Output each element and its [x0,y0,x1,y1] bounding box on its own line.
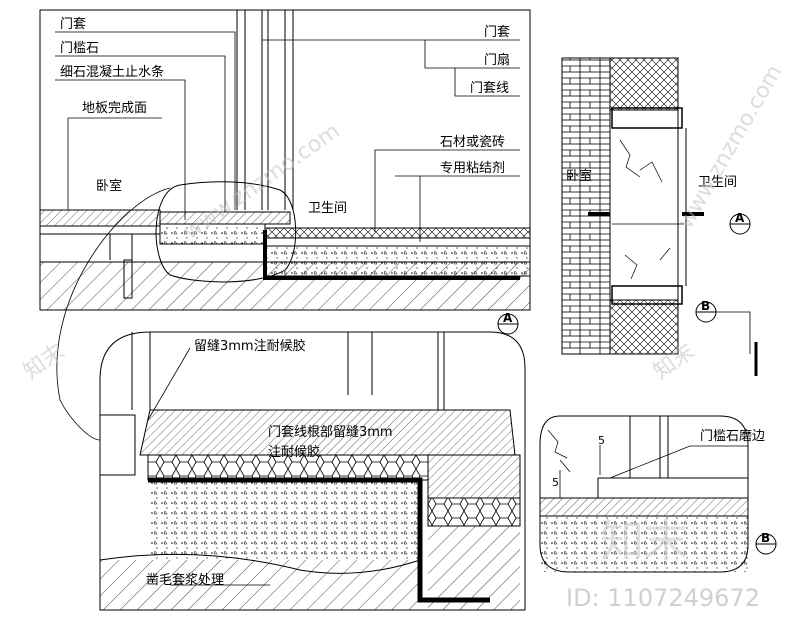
dim-5-vertical: 5 [598,434,605,447]
plan-label-bedroom: 卧室 [566,168,592,184]
watermark-brand-large: 知末 [600,516,688,567]
label-trim-root-gap-2: 注耐候胶 [268,444,320,460]
label-bathroom: 卫生间 [308,201,347,216]
label-gap-sealant: 留缝3mm注耐候胶 [194,338,306,354]
label-door-frame-left: 门套 [60,16,86,32]
plan-label-bathroom: 卫生间 [698,175,737,190]
watermark-brand-left: 知末 [19,339,69,385]
label-bedroom: 卧室 [96,178,122,194]
label-door-leaf: 门扇 [484,52,510,68]
label-trim-root-gap-1: 门套线根部留缝3mm [268,424,393,440]
plan-view: 卧室 卫生间 A B [561,57,758,376]
image-id: ID: 1107249672 [566,584,760,612]
label-threshold-edge: 门槛石磨边 [700,429,765,444]
detail-marker-b: B [761,531,770,545]
label-door-trim: 门套线 [470,80,509,96]
plan-marker-b: B [701,299,710,313]
detail-b: 5 5 门槛石磨边 B [539,415,777,573]
watermark-site-right: www.znzmo.com [674,61,788,233]
main-section: 门套 门槛石 细石混凝土止水条 地板完成面 门套 门扇 门套线 石材或瓷砖 专用… [39,9,531,335]
label-threshold-stone: 门槛石 [60,41,99,56]
label-special-adhesive: 专用粘结剂 [440,161,505,176]
section-marker-a-label: A [503,311,513,325]
label-door-frame-right: 门套 [484,24,510,40]
label-floor-finish: 地板完成面 [82,101,147,116]
label-stone-or-tile: 石材或瓷砖 [440,135,505,150]
detail-a: 留缝3mm注耐候胶 门套线根部留缝3mm 注耐候胶 凿毛套浆处理 [56,187,526,611]
label-roughening: 凿毛套浆处理 [146,572,224,588]
plan-marker-a: A [735,211,745,225]
dim-5-left: 5 [552,476,559,489]
label-fine-concrete-waterstop: 细石混凝土止水条 [60,64,164,80]
